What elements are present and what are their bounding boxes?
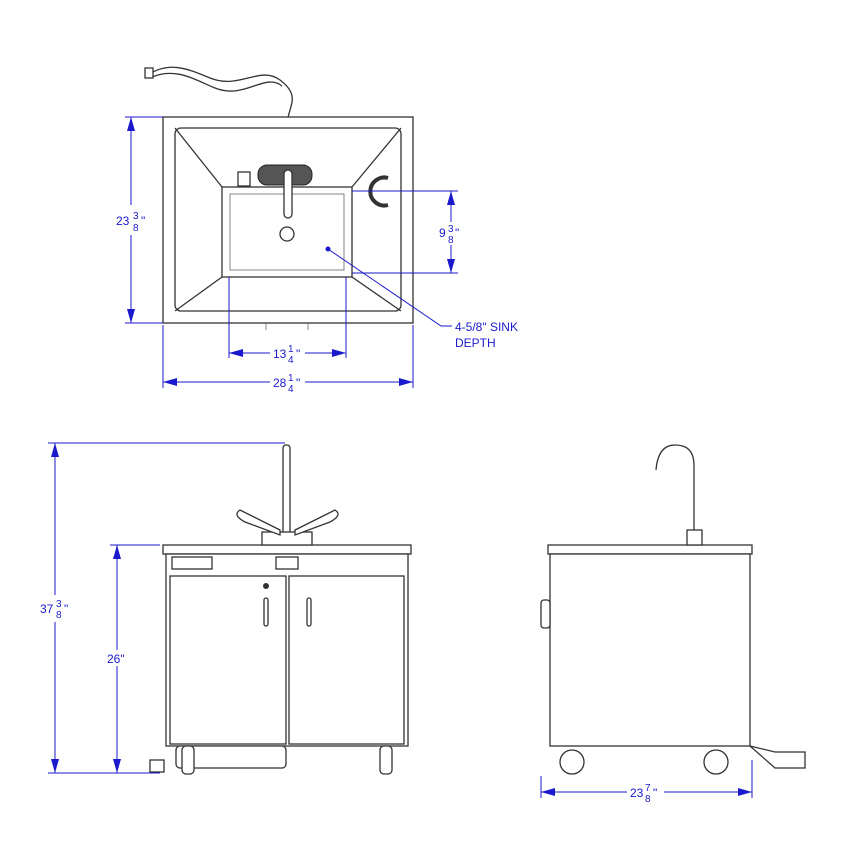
countertop	[162, 544, 412, 555]
foot-pump-hose	[175, 745, 287, 769]
top-dimensions: 23 3 8 " 9 3 8 " 13 1 4 " 28 1 4 " 4-5/8…	[116, 116, 518, 395]
faucet	[282, 444, 291, 536]
side-depth-den: 8	[645, 794, 651, 805]
basin-depth-den: 8	[448, 235, 454, 246]
overall-height-whole: 37	[40, 602, 54, 616]
sink-depth-note-line1: 4-5/8" SINK	[455, 320, 518, 334]
left-handle	[263, 597, 269, 627]
side-handle	[540, 599, 551, 629]
basin-depth-whole: 9	[439, 226, 446, 240]
faucet-spout	[283, 169, 293, 219]
right-caster	[379, 745, 393, 775]
basin-width-whole: 13	[273, 347, 287, 361]
side-depth-num: 7	[645, 783, 651, 794]
side-cabinet	[549, 553, 751, 747]
overall-height-num: 3	[56, 599, 62, 610]
basin-width-unit: "	[296, 347, 300, 361]
left-wrist-handle	[236, 509, 281, 536]
side-right-caster	[703, 749, 729, 775]
faucet-deck	[261, 531, 313, 546]
overall-width-whole: 28	[273, 376, 287, 390]
side-left-caster	[559, 749, 585, 775]
tap-valve	[237, 171, 251, 187]
front-view	[149, 444, 412, 775]
side-countertop	[547, 544, 753, 555]
height-dim-whole: 23	[116, 214, 130, 228]
basin-depth-num: 3	[448, 224, 454, 235]
overall-width-num: 1	[288, 373, 294, 384]
basin-width-num: 1	[288, 344, 294, 355]
overall-height-den: 8	[56, 610, 62, 621]
drain	[279, 226, 295, 242]
label-plate	[171, 556, 213, 570]
lock	[263, 583, 269, 589]
overall-height-unit: "	[64, 602, 68, 616]
basin-depth-unit: "	[455, 226, 459, 240]
side-depth-whole: 23	[630, 786, 644, 800]
basin-width-den: 4	[288, 355, 294, 366]
side-view	[540, 444, 806, 775]
foot-pedal	[749, 745, 806, 769]
front-dimensions: 37 3 8 " 26"	[40, 442, 285, 774]
sink-top-outline	[162, 116, 414, 324]
right-wrist-handle	[294, 509, 339, 536]
plug	[144, 67, 154, 79]
right-door	[288, 575, 405, 745]
left-caster	[181, 745, 195, 775]
side-faucet	[655, 444, 695, 535]
counter-height-dim: 26"	[107, 652, 125, 666]
top-view	[144, 66, 414, 330]
height-dim-den: 8	[133, 223, 139, 234]
bowl-outer	[174, 127, 402, 312]
side-depth-unit: "	[653, 786, 657, 800]
overall-width-den: 4	[288, 384, 294, 395]
right-handle	[306, 597, 312, 627]
height-dim-unit: "	[141, 214, 145, 228]
overall-width-unit: "	[296, 376, 300, 390]
height-dim-num: 3	[133, 211, 139, 222]
side-dimensions: 23 7 8 "	[540, 760, 753, 805]
sink-depth-note-line2: DEPTH	[455, 336, 496, 350]
power-cord	[147, 66, 293, 119]
